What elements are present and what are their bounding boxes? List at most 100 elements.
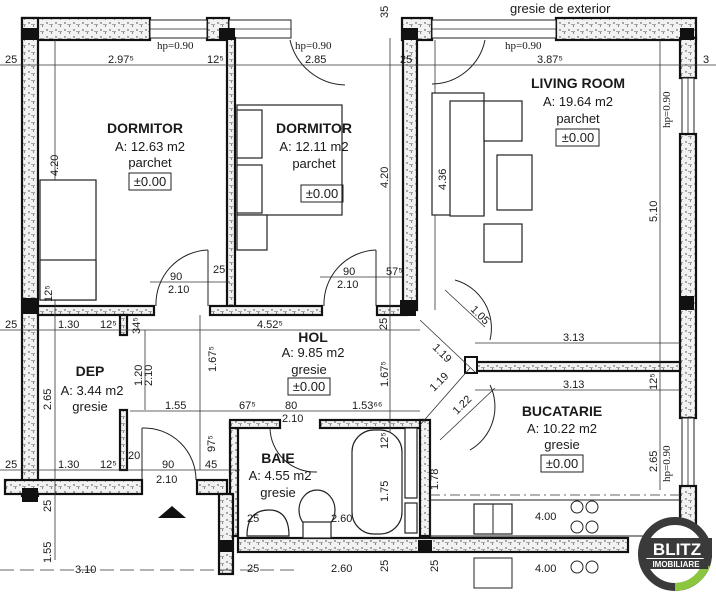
dim-label: 2.10 <box>156 474 177 486</box>
room-floor: gresie <box>72 399 107 414</box>
dim-label: 97⁵ <box>206 435 218 452</box>
dim-label: 25 <box>5 459 17 471</box>
blitz-imobiliare-logo: BLITZ IMOBILIARE <box>638 517 712 591</box>
dim-label: 25 <box>379 560 391 572</box>
dim-label: 12⁵ <box>100 319 117 331</box>
room-name: HOL <box>298 329 328 345</box>
room-dep: DEP A: 3.44 m2 gresie <box>61 363 124 414</box>
window-height-label: hp=0.90 <box>505 40 542 52</box>
dim-label: 2.65 <box>648 451 660 472</box>
room-dormitor-2: DORMITOR A: 12.11 m2 parchet ±0.00 <box>276 120 352 203</box>
dimension-lines <box>0 38 716 571</box>
room-area: A: 10.22 m2 <box>527 421 597 436</box>
exterior-tile-label: gresie de exterior <box>510 1 611 16</box>
dim-label: 1.30 <box>58 319 79 331</box>
entrance-arrow-icon <box>158 506 186 518</box>
room-hol: HOL A: 9.85 m2 gresie ±0.00 <box>282 329 345 396</box>
dim-label: 12⁵ <box>648 373 660 390</box>
room-area: A: 9.85 m2 <box>282 345 345 360</box>
dim-label: 2.10 <box>337 279 358 291</box>
dim-label: 2.65 <box>42 389 54 410</box>
dim-label: 12⁵ <box>43 285 55 302</box>
dim-label: 25 <box>400 54 412 66</box>
dim-label: 5.10 <box>648 201 660 222</box>
window-height-label: hp=0.90 <box>295 40 332 52</box>
dim-label: 45 <box>205 459 217 471</box>
furniture <box>39 92 681 589</box>
room-name: DEP <box>76 363 105 379</box>
room-floor: gresie <box>260 485 295 500</box>
dim-label: 4.00 <box>535 563 556 575</box>
dim-label: 1.75 <box>379 481 391 502</box>
window-height-label: hp=0.90 <box>157 40 194 52</box>
room-living: LIVING ROOM A: 19.64 m2 parchet ±0.00 <box>531 75 625 147</box>
room-area: A: 19.64 m2 <box>543 94 613 109</box>
dim-label: 1.19 <box>428 370 452 394</box>
dim-label: 1.55 <box>165 400 186 412</box>
dim-label: 1.53⁶⁶ <box>352 400 382 412</box>
dim-label: 12⁵ <box>379 432 391 449</box>
walls <box>3 16 698 576</box>
room-level: ±0.00 <box>562 130 594 145</box>
room-name: LIVING ROOM <box>531 75 625 91</box>
room-area: A: 3.44 m2 <box>61 383 124 398</box>
dim-label: 25 <box>213 264 225 276</box>
dim-label: 25 <box>5 319 17 331</box>
room-name: DORMITOR <box>276 120 352 136</box>
room-area: A: 12.63 m2 <box>115 139 185 154</box>
dim-label: 2.10 <box>168 284 189 296</box>
logo-brand: BLITZ <box>653 540 701 559</box>
dim-label: 25 <box>42 500 54 512</box>
room-floor: parchet <box>128 155 172 170</box>
dim-label: 2.85 <box>305 54 326 66</box>
dim-label: 67⁵ <box>239 400 256 412</box>
dim-label: 1.78 <box>429 469 441 490</box>
dim-label: 4.00 <box>535 511 556 523</box>
dim-label: 3.13 <box>563 332 584 344</box>
window-heights: hp=0.90 hp=0.90 hp=0.90 hp=0.90 hp=0.90 <box>157 40 673 482</box>
dim-label: 3.13 <box>563 379 584 391</box>
room-floor: gresie <box>544 437 579 452</box>
dim-label: 1.67⁵ <box>207 346 219 372</box>
dim-label: 90 <box>170 271 182 283</box>
dim-label: 1.20 <box>133 365 145 386</box>
dim-label: 25 <box>378 318 390 330</box>
dimension-labels: 25 2.97⁵ 12⁵ 2.85 25 3.87⁵ 3 35 4.20 4.2… <box>5 6 709 576</box>
room-floor: parchet <box>292 156 336 171</box>
doors <box>141 39 496 481</box>
window-height-label: hp=0.90 <box>661 445 673 482</box>
dim-label: 25 <box>429 560 441 572</box>
room-bucatarie: BUCATARIE A: 10.22 m2 gresie ±0.00 <box>522 403 602 473</box>
dim-label: 4.20 <box>49 155 61 176</box>
dim-label: 35 <box>379 6 391 18</box>
dim-label: 4.52⁵ <box>257 319 283 331</box>
dim-label: 3.10 <box>75 564 96 576</box>
dim-label: 1.67⁵ <box>379 361 391 387</box>
dim-label: 1.05 <box>468 304 492 328</box>
dim-label: 2.97⁵ <box>108 54 134 66</box>
room-level: ±0.00 <box>134 174 166 189</box>
dim-label: 1.19 <box>430 342 454 366</box>
dim-label: 57⁵ <box>386 266 403 278</box>
room-baie: BAIE A: 4.55 m2 gresie <box>249 450 312 500</box>
dim-label: 2.60 <box>331 563 352 575</box>
room-area: A: 4.55 m2 <box>249 468 312 483</box>
dim-label: 2.60 <box>331 513 352 525</box>
dim-label: 12⁵ <box>100 459 117 471</box>
room-area: A: 12.11 m2 <box>279 139 348 154</box>
room-level: ±0.00 <box>293 379 325 394</box>
dim-label: 34⁵ <box>131 317 143 334</box>
window-height-label: hp=0.90 <box>661 91 673 128</box>
dim-label: 20 <box>128 450 140 462</box>
logo-subtitle: IMOBILIARE <box>652 560 700 569</box>
dim-label: 25 <box>5 54 17 66</box>
dim-label: 3.87⁵ <box>537 54 563 66</box>
dim-label: 90 <box>343 266 355 278</box>
room-dormitor-1: DORMITOR A: 12.63 m2 parchet ±0.00 <box>107 120 185 191</box>
room-name: BAIE <box>261 450 294 466</box>
dim-label: 4.36 <box>437 169 449 190</box>
dim-label: 1.22 <box>451 393 475 417</box>
room-floor: parchet <box>556 111 600 126</box>
dim-label: 25 <box>247 563 259 575</box>
